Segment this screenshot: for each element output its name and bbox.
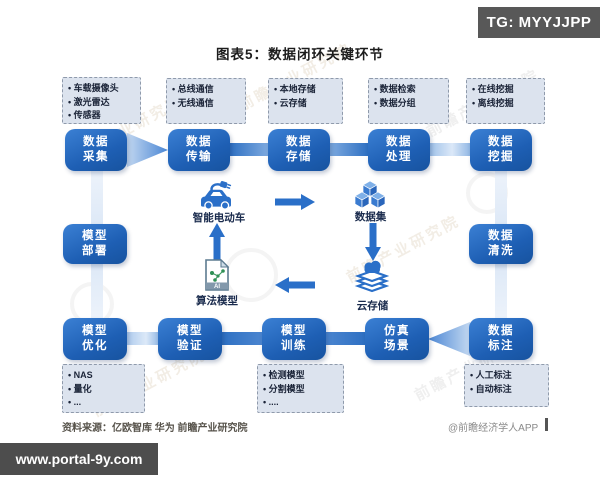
- car-label: 智能电动车: [192, 212, 246, 224]
- ai-tag: AI: [214, 284, 220, 290]
- stage-label: 数据传输: [186, 135, 212, 163]
- connector-band: [229, 143, 269, 156]
- arrow-right-icon: [275, 194, 315, 210]
- cloud-storage-label: 云存储: [356, 300, 389, 312]
- source-note: 资料来源：亿欧智库 华为 前瞻产业研究院: [62, 423, 248, 434]
- connector-band: [125, 332, 160, 345]
- stage-label: 模型验证: [177, 324, 203, 352]
- dataset-label: 数据集: [354, 211, 387, 223]
- stage-label: 数据采集: [83, 135, 109, 163]
- stage-label: 数据挖掘: [488, 135, 514, 163]
- electric-car-icon: [201, 181, 232, 210]
- stage-model-optimization: 模型优化: [63, 318, 127, 360]
- arrow-left-icon: [275, 277, 315, 293]
- note-model-training: • 检测模型• 分割模型• ....: [257, 364, 344, 413]
- note-data-annotation: • 人工标注• 自动标注: [464, 364, 549, 407]
- note-data-transmission: • 总线通信• 无线通信: [166, 78, 246, 124]
- stage-model-validation: 模型验证: [158, 318, 222, 360]
- app-credit: @前瞻经济学人APP: [448, 423, 539, 434]
- stage-label: 数据处理: [386, 135, 412, 163]
- dataset-cubes-icon: [354, 180, 386, 208]
- tg-badge: TG: MYYJJPP: [478, 7, 600, 38]
- algorithm-model-label: 算法模型: [196, 295, 238, 307]
- page-title: 图表5：数据闭环关键环节: [215, 47, 384, 62]
- stage-label: 模型优化: [82, 324, 108, 352]
- triangle-arrow-left-icon: [428, 322, 470, 356]
- connector-band: [324, 332, 367, 345]
- connector-band: [329, 143, 369, 156]
- stage-data-transmission: 数据传输: [168, 129, 230, 171]
- stage-data-cleaning: 数据清洗: [469, 224, 533, 264]
- stage-label: 数据存储: [286, 135, 312, 163]
- connector-band: [429, 143, 471, 156]
- stage-model-deployment: 模型部署: [63, 224, 127, 264]
- stage-label: 数据标注: [488, 324, 514, 352]
- stage-simulation-scenario: 仿真场景: [365, 318, 429, 360]
- stage-data-processing: 数据处理: [368, 129, 430, 171]
- stage-label: 模型训练: [281, 324, 307, 352]
- stage-data-annotation: 数据标注: [469, 318, 533, 360]
- note-model-optimization: • NAS• 量化• ...: [62, 364, 145, 413]
- cloud-storage-icon: [354, 260, 390, 293]
- arrow-down-icon: [365, 223, 381, 261]
- note-data-mining: • 在线挖掘• 离线挖掘: [466, 78, 545, 124]
- text-caret: [545, 418, 548, 431]
- stage-data-collection: 数据采集: [65, 129, 127, 171]
- ai-model-file-icon: AI: [205, 258, 230, 291]
- site-watermark-badge: www.portal-9y.com: [0, 443, 158, 475]
- note-data-processing: • 数据检索• 数据分组: [368, 78, 449, 124]
- note-data-storage: • 本地存储• 云存储: [268, 78, 343, 124]
- connector-band: [220, 332, 264, 345]
- stage-model-training: 模型训练: [262, 318, 326, 360]
- stage-label: 仿真场景: [384, 324, 410, 352]
- stage-data-mining: 数据挖掘: [470, 129, 532, 171]
- stage-label: 模型部署: [82, 229, 108, 257]
- stage-label: 数据清洗: [488, 229, 514, 257]
- stage-data-storage: 数据存储: [268, 129, 330, 171]
- arrow-up-icon: [209, 223, 225, 261]
- note-data-collection: • 车载摄像头• 激光雷达• 传感器: [62, 77, 141, 124]
- triangle-arrow-right-icon: [127, 133, 168, 167]
